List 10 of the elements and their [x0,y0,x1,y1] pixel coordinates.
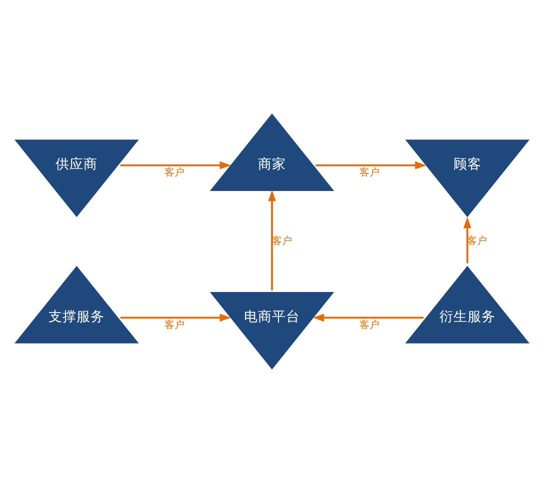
edge-label: 客户 [164,320,184,331]
arrow [312,314,424,322]
edge-label: 客户 [360,320,380,331]
arrow [120,314,232,322]
arrow [120,161,232,170]
edge-label: 客户 [360,167,380,178]
arrow [268,190,276,290]
edge-label: 客户 [164,167,184,178]
arrow [316,161,426,170]
arrow [463,216,472,264]
